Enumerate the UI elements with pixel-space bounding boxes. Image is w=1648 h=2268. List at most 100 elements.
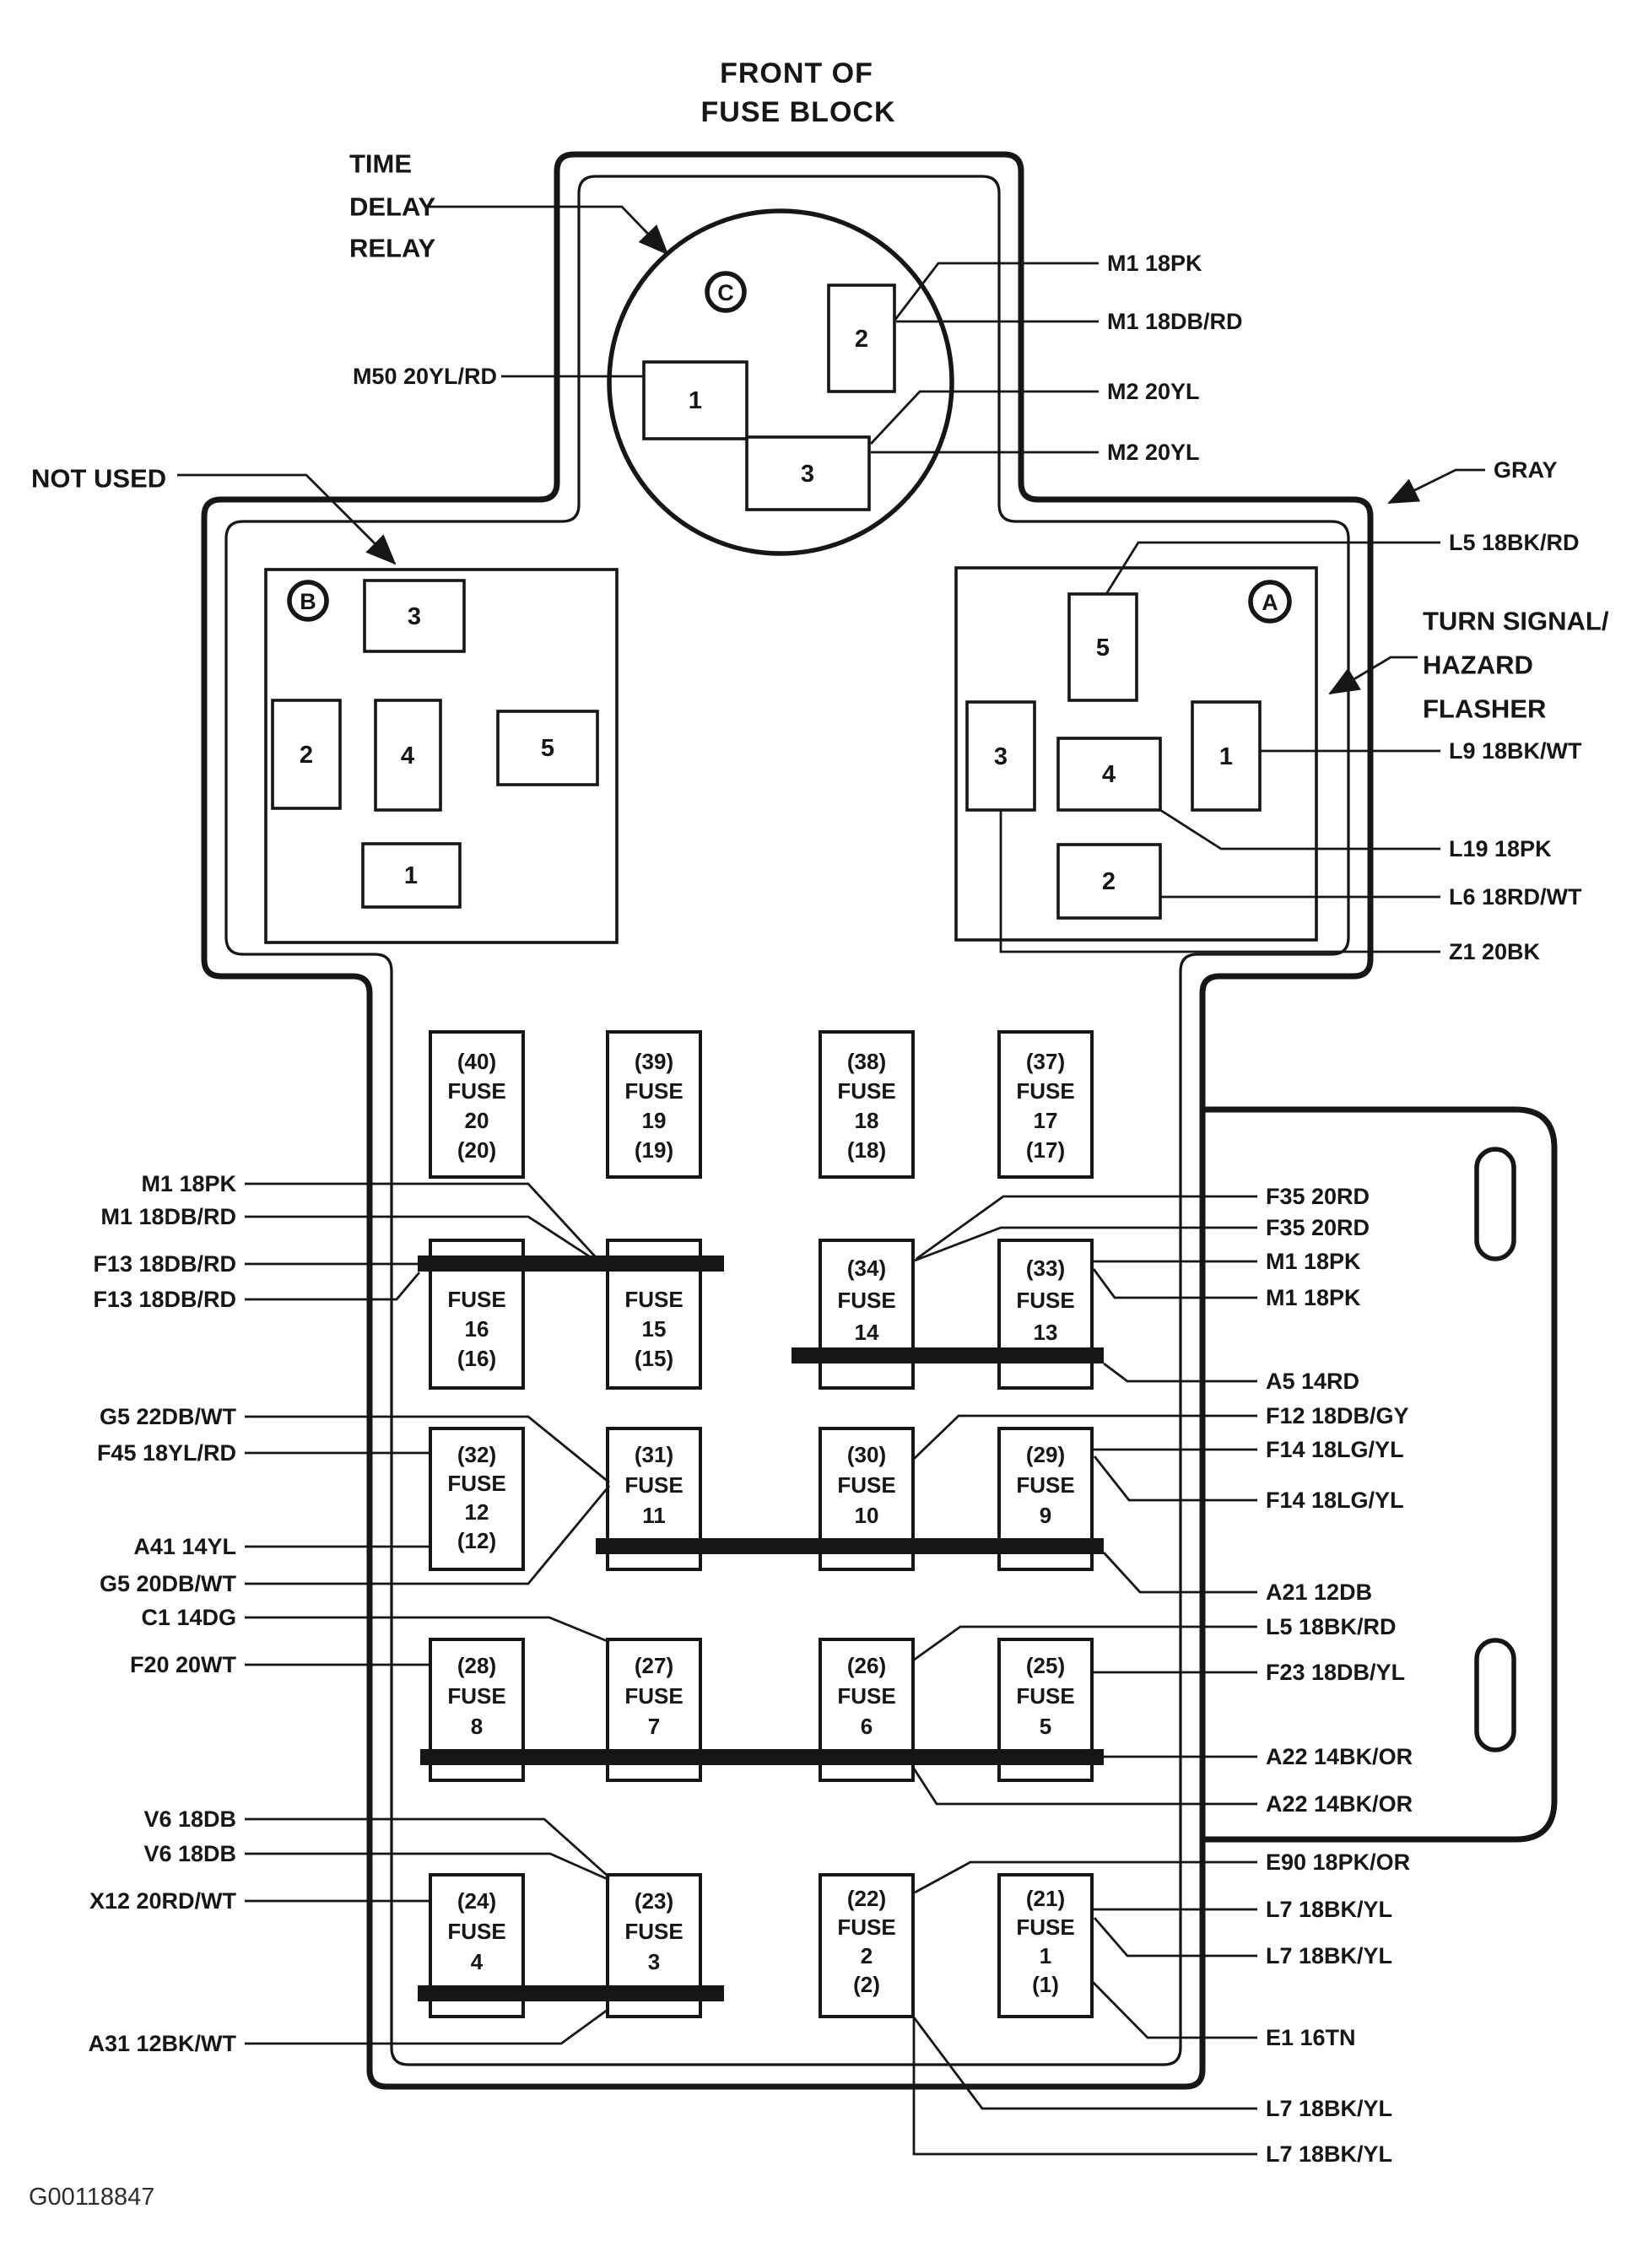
- fuse-17-l0: (37): [1026, 1049, 1065, 1074]
- wire-label-left-13: A31 12BK/WT: [88, 2031, 236, 2056]
- connector-a-cavity-1: [1191, 700, 1262, 812]
- fuse-block-outline-outer: [201, 151, 1374, 2090]
- fuse-7-box: [606, 1638, 702, 1782]
- wire-label-right-14: L7 18BK/YL: [1266, 1897, 1392, 1922]
- fuse-4-l1: FUSE: [447, 1919, 505, 1944]
- wire-label-left-7: G5 20DB/WT: [100, 1571, 237, 1596]
- relay-c-cavity-3-num: 3: [801, 461, 814, 488]
- wire-label-left-8: C1 14DG: [141, 1605, 236, 1630]
- fuse-9-box: [997, 1427, 1094, 1571]
- wire-label-right-8: A21 12DB: [1266, 1580, 1372, 1605]
- fuse-9-l2: 9: [1040, 1503, 1051, 1528]
- fuse-2-box: [819, 1873, 915, 2018]
- fuse-6-l0: (26): [847, 1653, 886, 1678]
- fuse-10-l1: FUSE: [837, 1472, 895, 1498]
- fuse-1-box: [997, 1873, 1094, 2018]
- wire-lead-c-r3: [869, 390, 1099, 445]
- connector-b: [264, 568, 619, 944]
- fuse-5-l1: FUSE: [1016, 1683, 1074, 1709]
- fuse-1-l2: 1: [1040, 1943, 1051, 1968]
- time-delay-relay-label-1: TIME: [349, 149, 412, 179]
- fuse-16-box: [429, 1239, 525, 1390]
- fuse-18-l1: FUSE: [837, 1078, 895, 1104]
- connector-a-cavity-2: [1056, 843, 1162, 920]
- fuse-12-l0: (32): [457, 1442, 496, 1467]
- wire-label-left-10: V6 18DB: [143, 1806, 236, 1832]
- fuse-17-l1: FUSE: [1016, 1078, 1074, 1104]
- mounting-bracket: [1202, 1106, 1558, 1843]
- wire-label-left-11: V6 18DB: [143, 1841, 236, 1866]
- wire-label-right-16: E1 16TN: [1266, 2025, 1356, 2050]
- wire-label-right-1: F35 20RD: [1266, 1215, 1370, 1240]
- wire-lead-a-l19: [1159, 808, 1440, 850]
- wire-lead-left-0: [245, 1182, 597, 1258]
- wire-label-left-3: F13 18DB/RD: [93, 1287, 236, 1312]
- relay-c-cavity-1: [642, 360, 748, 440]
- fuse-3-l0: (23): [635, 1888, 673, 1914]
- fuse-row-3: (32) FUSE 12 (12) (31) FUSE 11 (30) FUSE…: [429, 1427, 1104, 1571]
- fuse-13-box: [997, 1239, 1094, 1390]
- wire-lead-right-12: [912, 1768, 1257, 1806]
- connector-a: [954, 566, 1318, 942]
- fuse-9-l1: FUSE: [1016, 1472, 1074, 1498]
- fuse-8-l0: (28): [457, 1653, 496, 1678]
- wire-lead-left-1: [245, 1215, 597, 1262]
- fuse-12-l3: (12): [457, 1528, 496, 1553]
- fuse-10-box: [819, 1427, 915, 1571]
- bracket-slot-lower: [1474, 1638, 1516, 1752]
- fuse-17-box: [997, 1030, 1094, 1179]
- wire-lead-left-3: [245, 1272, 421, 1301]
- connector-a-cavity-3-num: 3: [994, 743, 1008, 770]
- fuse-2-l2: 2: [861, 1943, 873, 1968]
- connector-b-cavity-4: [374, 699, 442, 812]
- bus-bar-e: [418, 1985, 724, 2001]
- fuse-17-l3: (17): [1026, 1137, 1065, 1163]
- wire-label-left-5: F45 18YL/RD: [97, 1440, 236, 1466]
- fuse-19-l1: FUSE: [624, 1078, 683, 1104]
- wire-lead-right-0: [916, 1195, 1257, 1261]
- page-title-line2: FUSE BLOCK: [701, 96, 896, 128]
- wire-label-a-l6: L6 18RD/WT: [1449, 884, 1582, 910]
- connector-b-cavity-2: [271, 699, 342, 810]
- wire-label-a-l19: L19 18PK: [1449, 836, 1552, 861]
- fuse-14-l0: (34): [847, 1256, 886, 1281]
- bracket-slot-upper: [1474, 1147, 1516, 1261]
- fuse-7-l2: 7: [648, 1714, 660, 1739]
- fuse-3-box: [606, 1873, 702, 2018]
- connector-b-cavity-3: [363, 579, 466, 653]
- fuse-8-l1: FUSE: [447, 1683, 505, 1709]
- fuse-18-l2: 18: [855, 1108, 879, 1133]
- fuse-1-l0: (21): [1026, 1886, 1065, 1911]
- fuse-8-box: [429, 1638, 525, 1782]
- wire-label-a-z1: Z1 20BK: [1449, 939, 1541, 964]
- connector-a-cavity-5: [1067, 592, 1138, 702]
- time-delay-relay-label-2: DELAY: [349, 192, 436, 222]
- fuse-11-box: [606, 1427, 702, 1571]
- wire-label-right-6: F14 18LG/YL: [1266, 1437, 1404, 1462]
- fuse-14-box: [819, 1239, 915, 1390]
- wire-lead-right-15: [1093, 1917, 1257, 1958]
- wire-label-c-r4: M2 20YL: [1107, 440, 1200, 465]
- fuse-14-l1: FUSE: [837, 1288, 895, 1313]
- fuse-19-box: [606, 1030, 702, 1179]
- wire-label-a-l9: L9 18BK/WT: [1449, 738, 1582, 764]
- time-delay-relay-arrow: [426, 205, 669, 256]
- fuse-15-l2: (15): [635, 1346, 673, 1371]
- fuse-2-l1: FUSE: [837, 1914, 895, 1940]
- fuse-13-l2: 13: [1034, 1320, 1058, 1345]
- wire-label-a-l5: L5 18BK/RD: [1449, 530, 1580, 555]
- fuse-7-l0: (27): [635, 1653, 673, 1678]
- fuse-20-l0: (40): [457, 1049, 496, 1074]
- wire-label-c-r3: M2 20YL: [1107, 379, 1200, 404]
- connector-a-cavity-4: [1056, 737, 1162, 812]
- wire-label-right-7: F14 18LG/YL: [1266, 1488, 1404, 1513]
- bus-bar-d: [420, 1749, 1104, 1765]
- wire-lead-right-17: [912, 2017, 1257, 2110]
- circled-letter-a-text: A: [1262, 590, 1278, 615]
- connector-b-cavity-5-num: 5: [541, 735, 554, 762]
- connector-b-cavity-3-num: 3: [408, 603, 421, 630]
- bus-bar-b: [792, 1347, 1104, 1364]
- fuse-10-l2: 10: [855, 1503, 879, 1528]
- relay-c-cavity-2-num: 2: [855, 326, 868, 353]
